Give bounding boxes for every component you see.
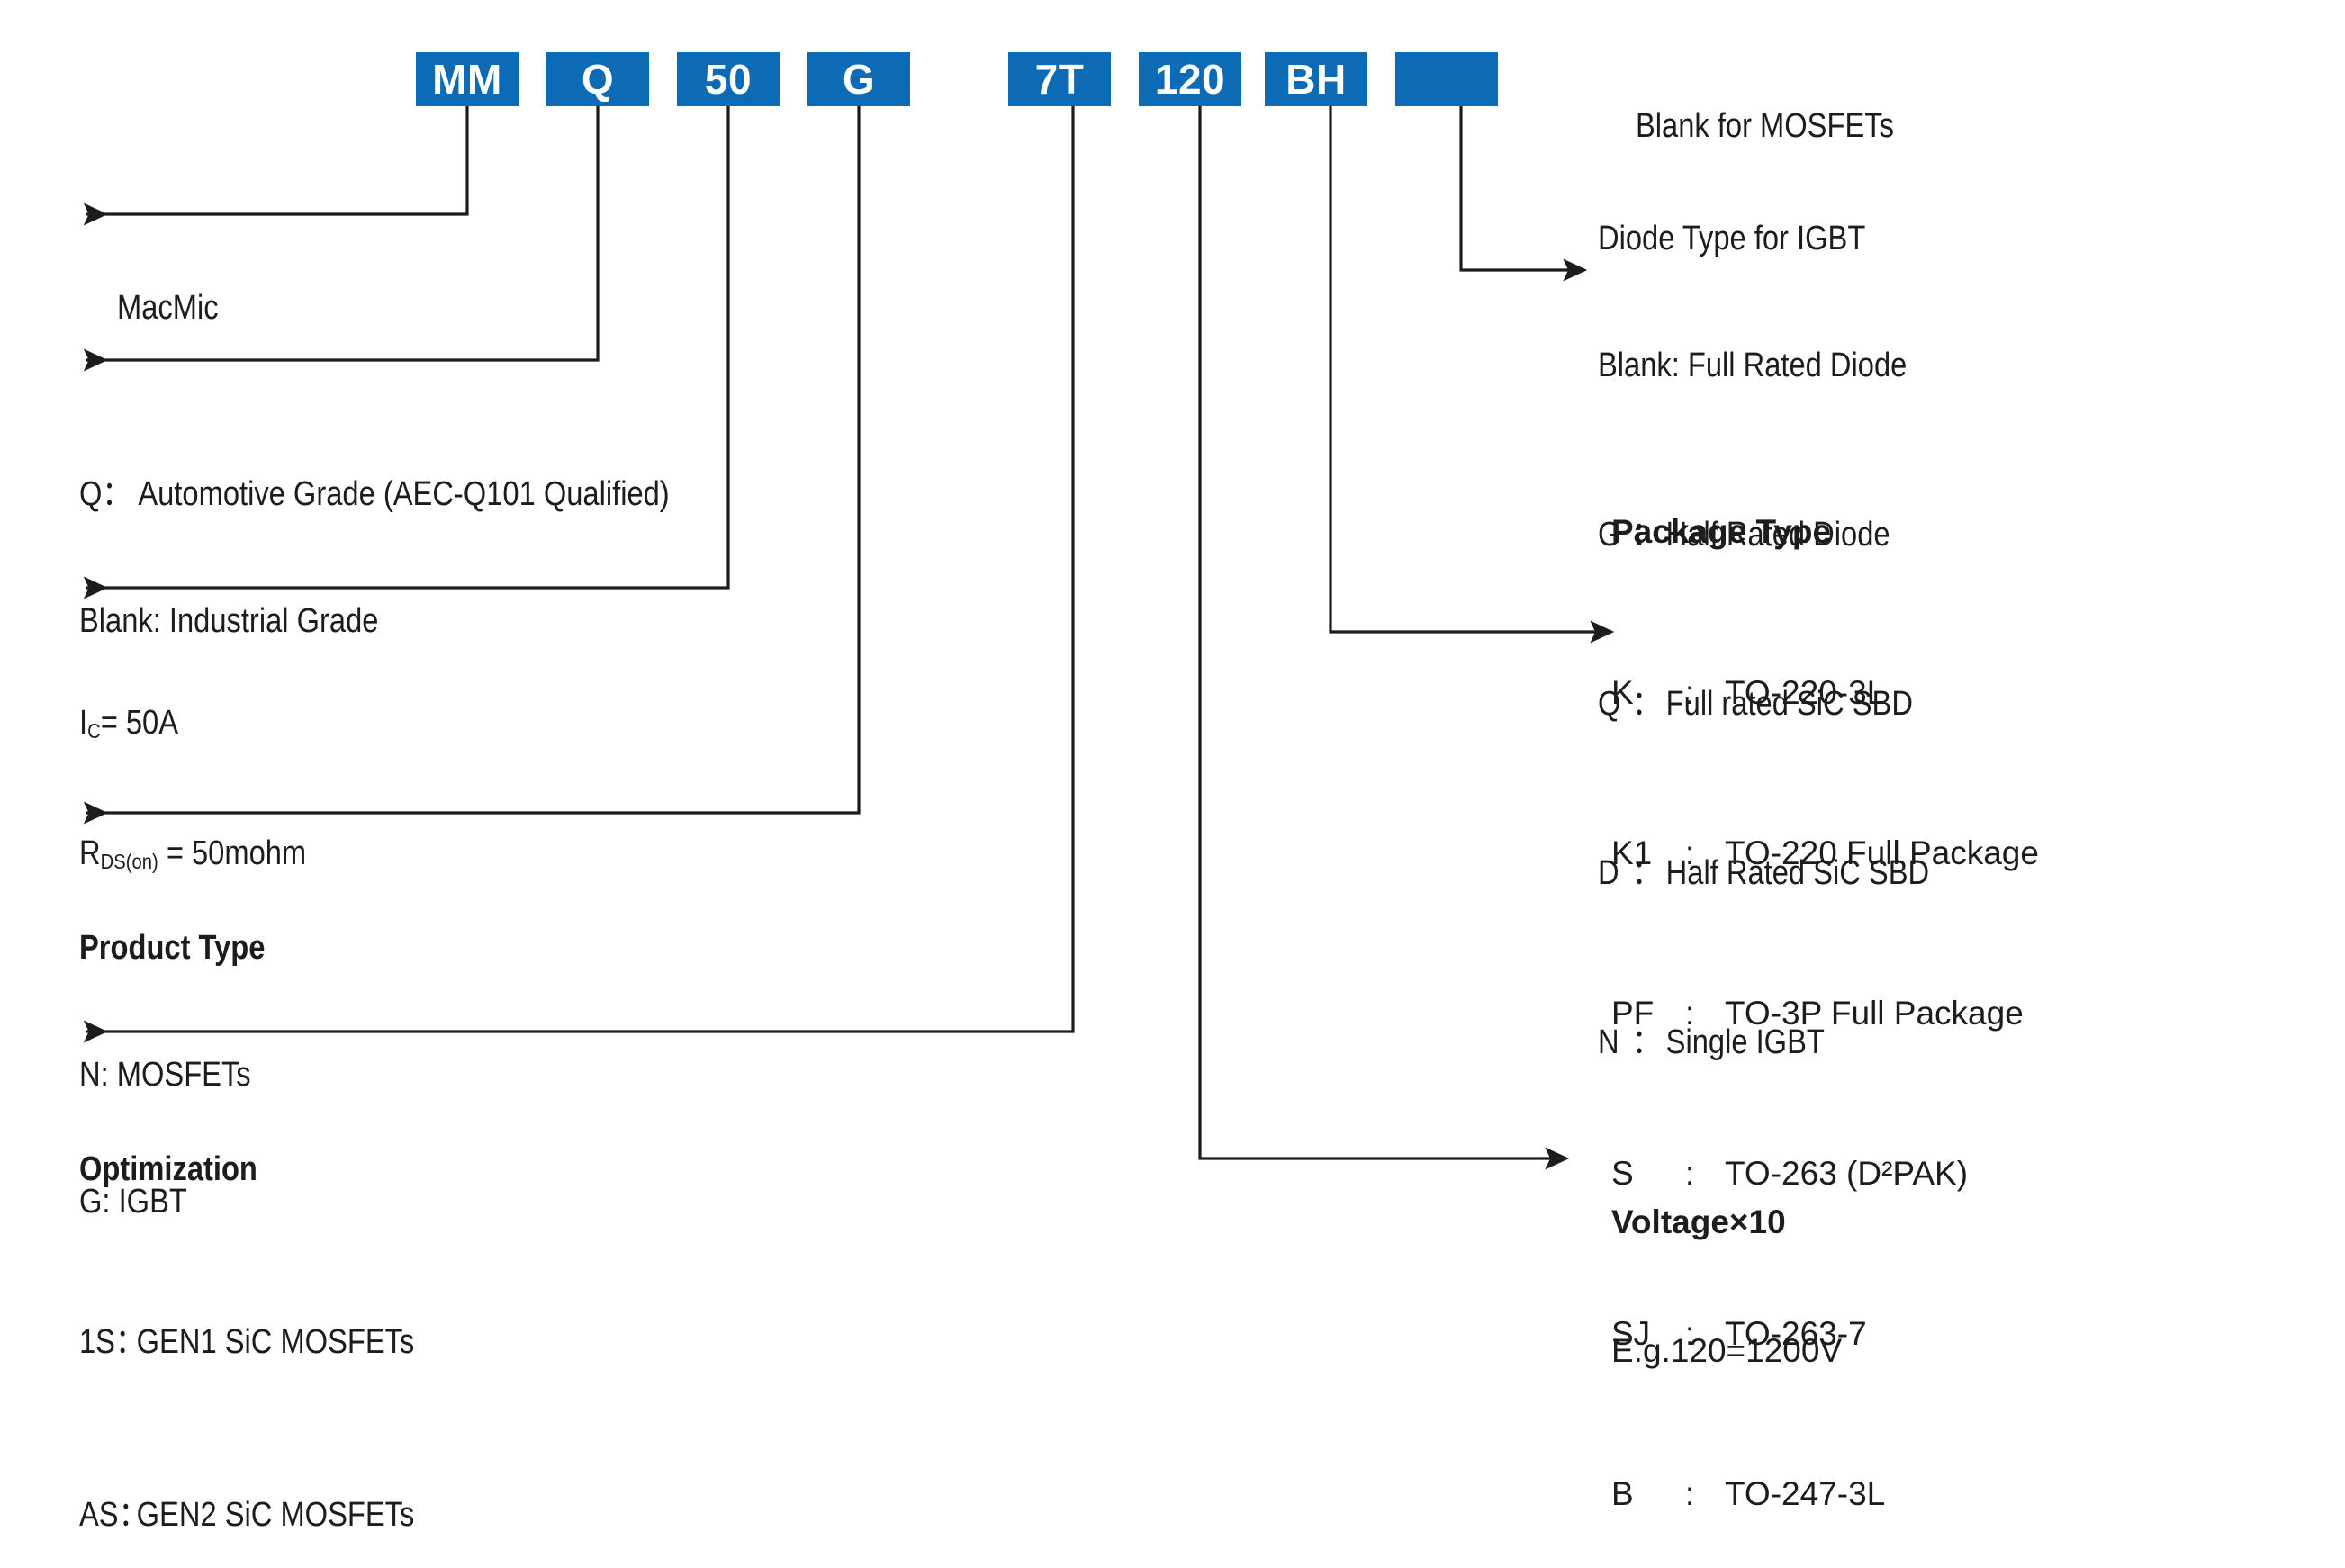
- ic-value: = 50A: [100, 704, 179, 742]
- callout-voltage: Voltage×10 E.g.120=1200V: [1611, 1114, 1842, 1459]
- package-row: K1: TO-220 Full Package: [1611, 834, 2273, 874]
- package-code: B: [1611, 1474, 1634, 1512]
- callout-blank-note: Blank for MOSFETs: [1598, 63, 1936, 190]
- ic-subscript: C: [87, 719, 101, 743]
- package-separator: :: [1685, 1154, 1695, 1192]
- package-row: B: TO-247-3L: [1611, 1474, 2273, 1515]
- product-type-title: Product Type: [79, 929, 266, 967]
- diode-desc: Full rated SiC SBD: [1665, 685, 1913, 723]
- callout-current-line-rds: RDS(on) = 50mohm: [79, 833, 343, 879]
- voltage-example: E.g.120=1200V: [1611, 1332, 1843, 1369]
- voltage-title: Voltage×10: [1611, 1203, 1786, 1240]
- package-separator: :: [1685, 1474, 1695, 1512]
- blank-note-text: Blank for MOSFETs: [1636, 107, 1895, 145]
- wire-voltage: [1198, 99, 1570, 1170]
- optimization-row: 1S：GEN1 SiC MOSFETs: [79, 1320, 469, 1364]
- diode-code: N: [1598, 1023, 1619, 1061]
- diode-row: N ：Single IGBT: [1598, 1022, 1983, 1064]
- package-separator: :: [1685, 673, 1695, 711]
- code-box-brand[interactable]: MM: [416, 52, 519, 106]
- package-code: SJ: [1611, 1314, 1651, 1352]
- code-box-current[interactable]: 50: [677, 52, 780, 106]
- optimization-title: Optimization: [79, 1150, 257, 1188]
- diode-separator: ：: [1631, 685, 1662, 723]
- callout-brand-text: MacMic: [117, 289, 219, 327]
- wire-package: [1329, 99, 1615, 644]
- callout-grade-line-2: Blank: Industrial Grade: [79, 602, 379, 640]
- diode-type-blank-line: Blank: Full Rated Diode: [1598, 347, 1908, 384]
- diode-separator: ：: [1631, 1023, 1662, 1061]
- callout-diode-type: Diode Type for IGBT Blank: Full Rated Di…: [1598, 133, 1983, 1149]
- package-type-title: Package Type: [1611, 513, 1832, 550]
- package-separator: :: [1685, 1314, 1695, 1352]
- wire-brand: [83, 99, 469, 226]
- diode-desc: Half Rated SiC SBD: [1665, 854, 1930, 892]
- code-box-diode[interactable]: [1395, 52, 1498, 106]
- package-desc: TO-220-3L: [1725, 673, 1886, 711]
- callout-package-type: Package Type K: TO-220-3L K1: TO-220 Full …: [1611, 430, 2273, 1568]
- diode-row: D ：Half Rated SiC SBD: [1598, 852, 1983, 895]
- package-row: SJ: TO-263-7: [1611, 1314, 2273, 1355]
- code-box-optimization[interactable]: 7T: [1008, 52, 1111, 106]
- package-code: K1: [1611, 834, 1653, 871]
- package-desc: TO-263 (D²PAK): [1725, 1154, 1969, 1192]
- diode-code: Q: [1598, 685, 1621, 723]
- callout-brand: MacMic: [79, 245, 235, 372]
- package-separator: :: [1685, 834, 1695, 871]
- diode-separator: ：: [1631, 854, 1662, 892]
- callout-grade-line-1: Q： Automotive Grade (AEC-Q101 Qualified): [79, 475, 670, 513]
- diode-desc: Half Rated Diode: [1665, 516, 1890, 554]
- code-box-grade[interactable]: Q: [546, 52, 649, 106]
- code-box-package[interactable]: BH: [1265, 52, 1367, 106]
- package-separator: :: [1685, 994, 1695, 1032]
- package-code: K: [1611, 673, 1634, 711]
- ic-symbol: I: [79, 704, 88, 742]
- product-type-item-mosfets: N: MOSFETs: [79, 1056, 251, 1094]
- wire-diode: [1459, 99, 1588, 282]
- package-code: PF: [1611, 994, 1655, 1032]
- diode-type-title: Diode Type for IGBT: [1598, 220, 1866, 257]
- callout-grade: Q： Automotive Grade (AEC-Q101 Qualified)…: [79, 389, 765, 727]
- callout-current-line-ic: IC= 50A: [79, 702, 343, 748]
- package-desc: TO-263-7: [1725, 1314, 1867, 1352]
- diode-separator: ：: [1631, 516, 1662, 554]
- rds-symbol: R: [79, 834, 101, 872]
- code-box-product[interactable]: G: [807, 52, 910, 106]
- product-type-item-igbt: G: IGBT: [79, 1183, 187, 1221]
- rds-value: = 50mohm: [158, 834, 307, 872]
- package-desc: TO-3P Full Package: [1725, 994, 2024, 1032]
- package-desc: TO-247-3L: [1725, 1474, 1886, 1512]
- optimization-row: AS：GEN2 SiC MOSFETs: [79, 1493, 469, 1536]
- callout-optimization: Optimization 1S：GEN1 SiC MOSFETs AS：GEN2…: [79, 1062, 469, 1568]
- optimization-code: 1S：: [79, 1323, 145, 1361]
- package-code: S: [1611, 1154, 1634, 1192]
- package-desc: TO-220 Full Package: [1725, 834, 2039, 871]
- package-row: S: TO-263 (D²PAK): [1611, 1154, 2273, 1194]
- package-row: PF: TO-3P Full Package: [1611, 994, 2273, 1034]
- optimization-desc: GEN1 SiC MOSFETs: [136, 1323, 415, 1361]
- diode-row: G ：Half Rated Diode: [1598, 514, 1983, 556]
- code-box-voltage[interactable]: 120: [1139, 52, 1241, 106]
- callout-product-type: Product Type N: MOSFETs G: IGBT: [79, 843, 295, 1308]
- optimization-code: AS：: [79, 1496, 149, 1534]
- rds-subscript: DS(on): [100, 850, 158, 874]
- diode-code: G: [1598, 516, 1621, 554]
- diode-row: Q ：Full rated SiC SBD: [1598, 683, 1983, 725]
- callout-current: IC= 50A RDS(on) = 50mohm: [79, 617, 343, 963]
- diode-code: D: [1598, 854, 1619, 892]
- optimization-desc: GEN2 SiC MOSFETs: [136, 1496, 415, 1534]
- diode-desc: Single IGBT: [1665, 1023, 1825, 1061]
- package-row: K: TO-220-3L: [1611, 673, 2273, 714]
